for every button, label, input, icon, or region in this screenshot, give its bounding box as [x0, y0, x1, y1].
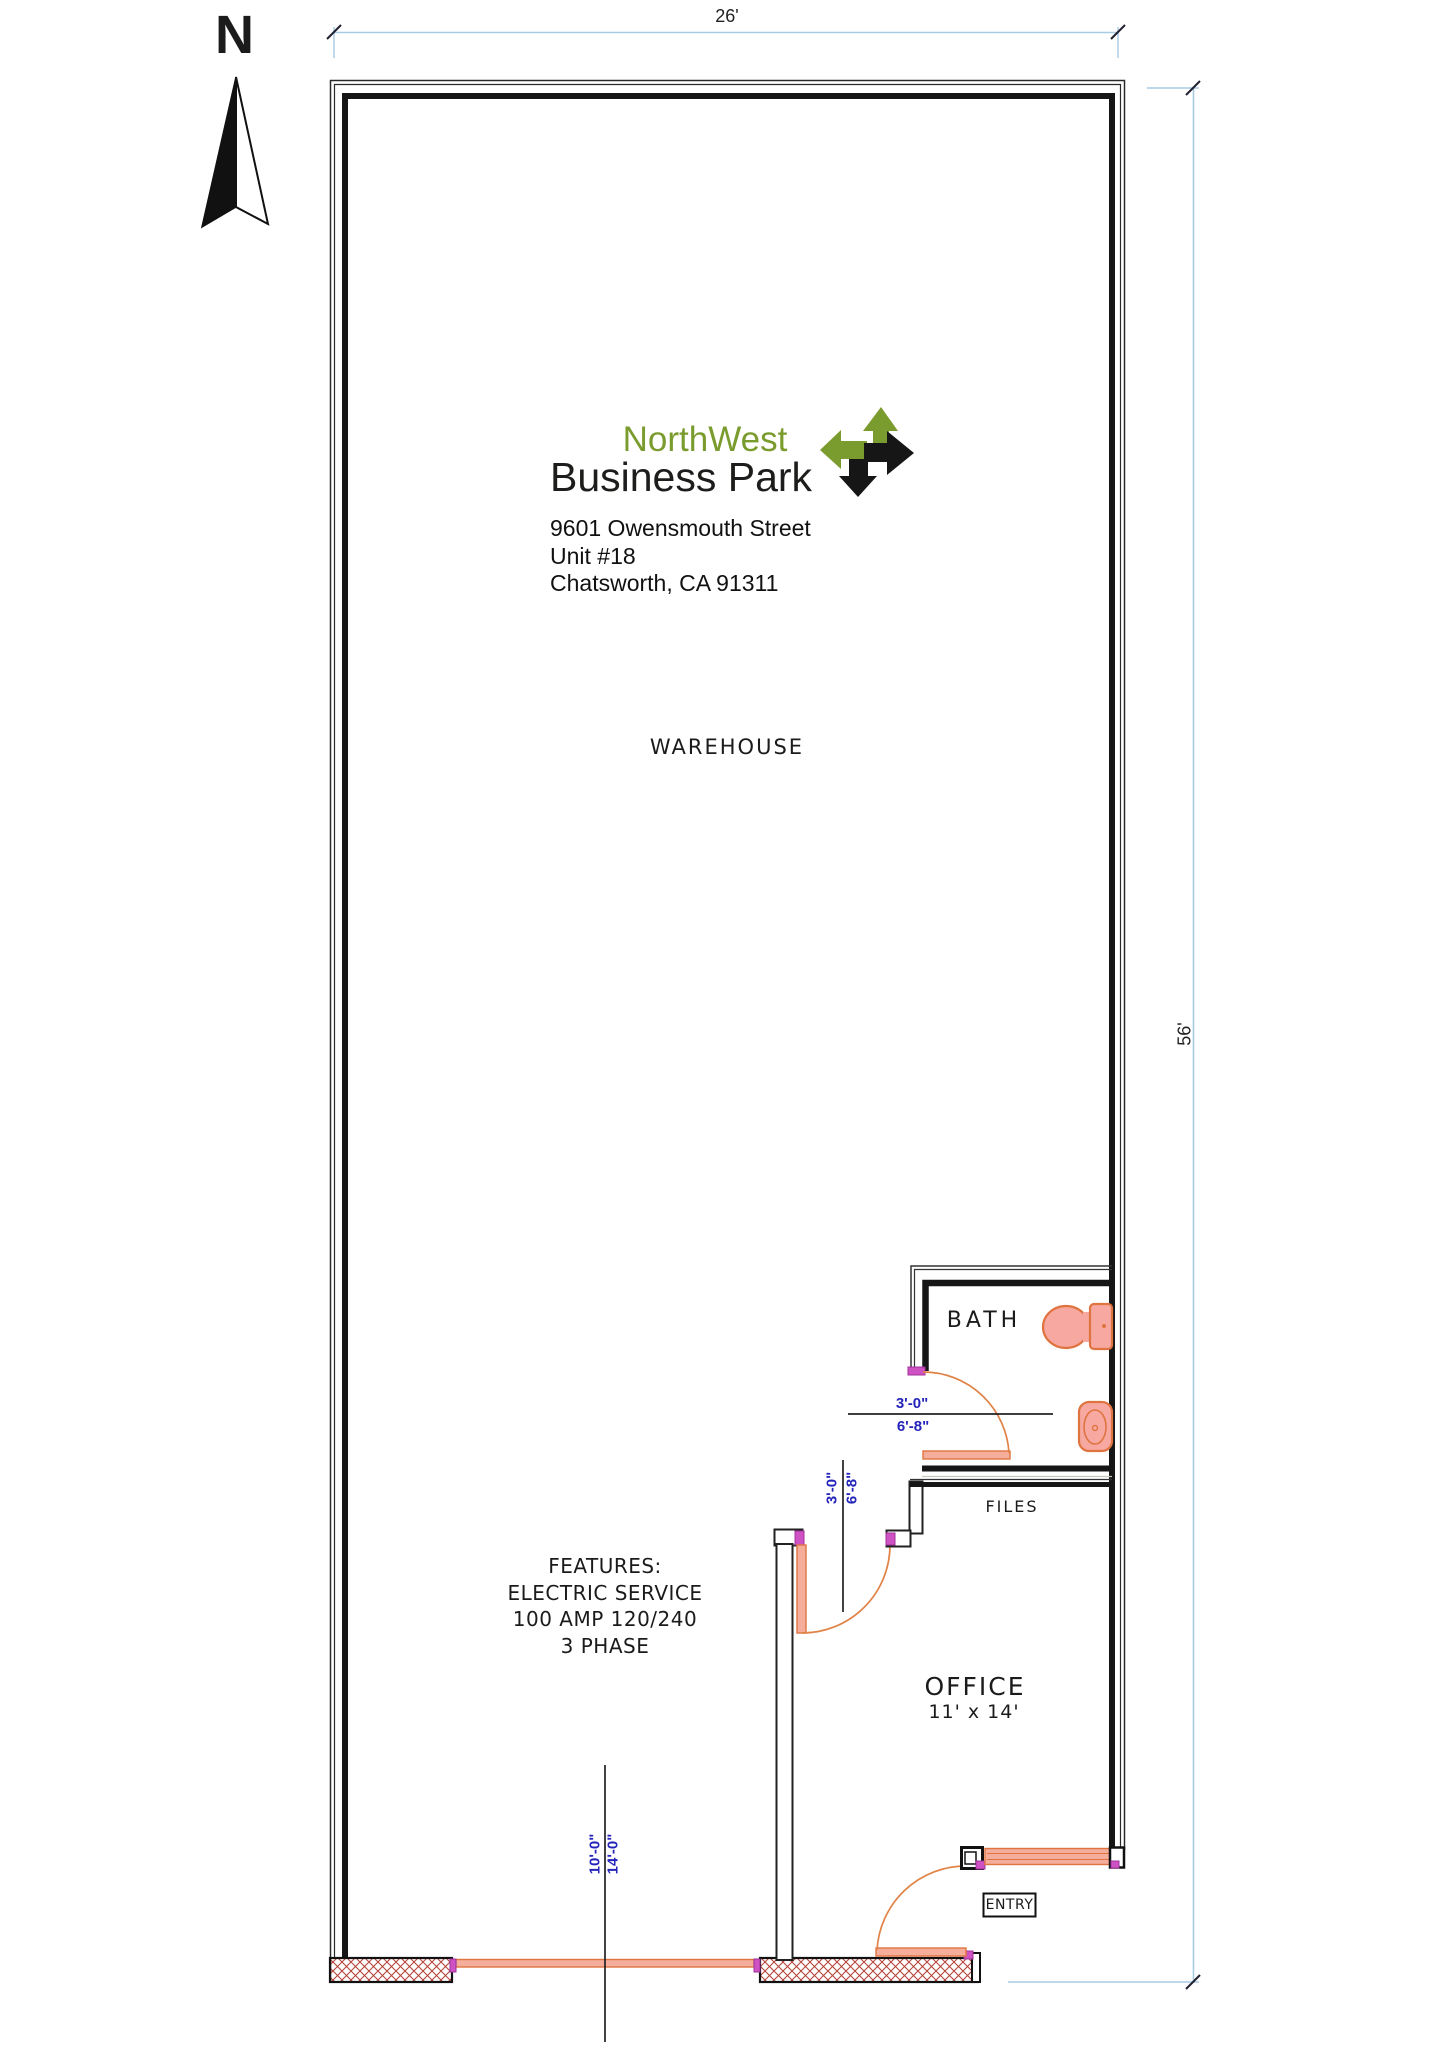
dimension-lines [326, 24, 1201, 1990]
toilet-icon [1041, 1302, 1114, 1351]
logo-arrows-icon [820, 407, 914, 497]
entry-label-box [982, 1892, 1037, 1918]
sink-icon [1077, 1400, 1114, 1453]
office-door-arc [801, 1544, 891, 1634]
address-block: 9601 Owensmouth Street Unit #18 Chatswor… [550, 515, 811, 598]
door-dimension-lines [604, 1413, 1053, 2042]
bath-door-leaf [922, 1450, 1011, 1460]
building-depth-dimension: 56' [1174, 1022, 1195, 1046]
files-partition-wall [885, 1480, 924, 1548]
bath-walls [910, 1265, 1112, 1487]
bath-room-label: BATH [946, 1308, 1022, 1333]
logo-line1: NorthWest [622, 420, 788, 459]
wall-hatch-left [328, 1956, 454, 1984]
bath-door-jamb [907, 1366, 926, 1376]
office-door [796, 1544, 891, 1634]
entry-door [875, 1846, 986, 1957]
rollup-door-width-dimension: 10'-0" [586, 1833, 604, 1875]
features-block: FEATURES: ELECTRIC SERVICE 100 AMP 120/2… [507, 1553, 702, 1659]
address-line3: Chatsworth, CA 91311 [550, 570, 779, 596]
rollup-door-height-dimension: 14'-0" [604, 1833, 622, 1875]
office-size-label: 11' x 14' [928, 1701, 1020, 1723]
wall-hatch-right [758, 1950, 981, 1984]
building-width-dimension: 26' [715, 6, 739, 26]
features-title: FEATURES: [548, 1554, 662, 1578]
features-line4: 3 PHASE [560, 1633, 650, 1658]
entry-door-arc [876, 1865, 967, 1951]
office-partition-wall [773, 1528, 805, 1961]
bath-door-arc [922, 1371, 1010, 1454]
address-line1: 9601 Owensmouth Street [550, 515, 811, 541]
entry-label: ENTRY [985, 1897, 1034, 1913]
north-arrow-icon [200, 76, 270, 229]
warehouse-room-label: WAREHOUSE [649, 735, 805, 759]
building-walls [329, 79, 1126, 1981]
storefront-glazing [984, 1846, 1126, 1869]
features-line3: 100 AMP 120/240 [512, 1607, 698, 1631]
office-door-width-dimension: 3'-0" [823, 1471, 841, 1505]
bath-door [907, 1366, 1011, 1460]
office-door-height-dimension: 6'-8" [843, 1471, 861, 1505]
features-line2: ELECTRIC SERVICE [507, 1580, 703, 1605]
entry-door-leaf [875, 1947, 967, 1957]
office-room-label: OFFICE [924, 1672, 1026, 1701]
files-area-label: FILES [985, 1497, 1039, 1516]
bath-door-height-dimension: 6'-8" [896, 1418, 930, 1435]
north-letter: N [215, 5, 255, 65]
address-line2: Unit #18 [550, 542, 636, 569]
logo-line2: Business Park [549, 454, 813, 500]
bath-door-width-dimension: 3'-0" [895, 1395, 929, 1412]
office-door-leaf [796, 1544, 807, 1634]
